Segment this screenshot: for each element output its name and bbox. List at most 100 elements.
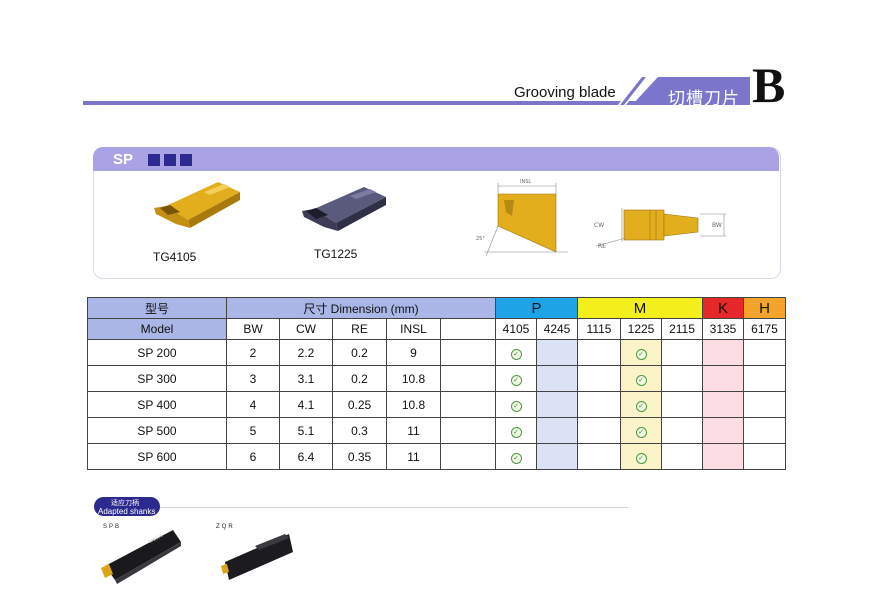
- cell-grade-4105: ✓: [495, 339, 537, 366]
- available-check-icon: ✓: [635, 401, 647, 412]
- cell-grade-3135: [702, 365, 744, 392]
- cell-model: SP 300: [87, 365, 227, 392]
- available-check-icon: ✓: [510, 401, 522, 412]
- shanks-title-en: Adapted shanks: [98, 507, 156, 516]
- diagram-label-angle: 25°: [476, 236, 485, 242]
- dimension-header: 尺寸 Dimension (mm): [226, 297, 496, 319]
- cell-grade-3135: [702, 391, 744, 418]
- available-check-icon: ✓: [510, 427, 522, 438]
- cell-model: SP 200: [87, 339, 227, 366]
- shank-code-spb: SPB: [103, 524, 122, 530]
- cell-insl: 10.8: [386, 365, 441, 392]
- group-header-m: M: [577, 297, 703, 319]
- cell-grade-4105: ✓: [495, 443, 537, 470]
- cell-cw: 6.4: [279, 443, 333, 470]
- cell-bw: 4: [226, 391, 280, 418]
- group-header-p: P: [495, 297, 578, 319]
- cell-grade-1115: [577, 391, 621, 418]
- series-square-icon: [180, 154, 192, 166]
- cell-bw: 5: [226, 417, 280, 444]
- available-check-icon: ✓: [635, 349, 647, 360]
- header-rule: [83, 101, 673, 105]
- available-check-icon: ✓: [635, 375, 647, 386]
- cell-grade-4245: [536, 365, 578, 392]
- available-check-icon: ✓: [510, 349, 522, 360]
- cell-re: 0.35: [332, 443, 387, 470]
- grade-header-1225: 1225: [620, 318, 662, 340]
- cell-model: SP 600: [87, 443, 227, 470]
- table-row: SP 400 4 4.1 0.25 10.8 ✓ ✓: [87, 391, 786, 418]
- cell-insl: 11: [386, 443, 441, 470]
- diagram-label-bw: BW: [712, 222, 722, 229]
- available-check-icon: ✓: [635, 427, 647, 438]
- shanks-section-badge: [94, 497, 160, 516]
- cell-grade-4245: [536, 391, 578, 418]
- cell-grade-4105: ✓: [495, 365, 537, 392]
- shanks-title-zh: 适应刀柄: [111, 499, 139, 507]
- spec-table: 型号 尺寸 Dimension (mm) P M K H Model BW CW…: [87, 297, 786, 470]
- cell-insl: 9: [386, 339, 441, 366]
- grade-header-1115: 1115: [577, 318, 621, 340]
- cell-grade-4245: [536, 443, 578, 470]
- cell-grade-1225: ✓: [620, 365, 662, 392]
- available-check-icon: ✓: [510, 375, 522, 386]
- col-header-cw: CW: [279, 318, 333, 340]
- cell-grade-3135: [702, 339, 744, 366]
- cell-grade-4245: [536, 339, 578, 366]
- insert-top-view-diagram: [595, 208, 726, 247]
- cell-cw: 2.2: [279, 339, 333, 366]
- shank-image-zqr: [221, 534, 293, 580]
- model-header-en: Model: [87, 318, 227, 340]
- diagram-label-re: RE: [598, 243, 606, 250]
- cell-grade-1115: [577, 417, 621, 444]
- cell-blank: [440, 391, 496, 418]
- available-check-icon: ✓: [510, 453, 522, 464]
- table-row: SP 600 6 6.4 0.35 11 ✓ ✓: [87, 443, 786, 470]
- cell-grade-6175: [743, 339, 786, 366]
- cell-grade-1225: ✓: [620, 391, 662, 418]
- series-square-icon: [164, 154, 176, 166]
- cell-blank: [440, 365, 496, 392]
- cell-blank: [440, 339, 496, 366]
- cell-grade-2115: [661, 417, 703, 444]
- available-check-icon: ✓: [635, 453, 647, 464]
- insert-label-tg4105: TG4105: [153, 250, 197, 264]
- cell-grade-3135: [702, 443, 744, 470]
- cell-grade-6175: [743, 391, 786, 418]
- grade-header-3135: 3135: [702, 318, 744, 340]
- cell-grade-4245: [536, 417, 578, 444]
- grade-header-4245: 4245: [536, 318, 578, 340]
- cell-cw: 5.1: [279, 417, 333, 444]
- cell-grade-4105: ✓: [495, 417, 537, 444]
- grade-header-6175: 6175: [743, 318, 786, 340]
- group-header-h: H: [743, 297, 786, 319]
- cell-cw: 3.1: [279, 365, 333, 392]
- series-square-icon: [148, 154, 160, 166]
- table-row: SP 300 3 3.1 0.2 10.8 ✓ ✓: [87, 365, 786, 392]
- header-title-en: Grooving blade: [514, 84, 616, 101]
- insert-image-tg1225: [302, 187, 386, 231]
- cell-blank: [440, 417, 496, 444]
- cell-bw: 2: [226, 339, 280, 366]
- shank-code-zqr: ZQR: [216, 524, 235, 530]
- cell-grade-1115: [577, 365, 621, 392]
- insert-side-view-diagram: [484, 183, 568, 257]
- diagram-label-cw: CW: [594, 222, 605, 229]
- shank-image-spb: [101, 530, 181, 584]
- table-row: SP 200 2 2.2 0.2 9 ✓ ✓: [87, 339, 786, 366]
- table-row: SP 500 5 5.1 0.3 11 ✓ ✓: [87, 417, 786, 444]
- cell-grade-2115: [661, 339, 703, 366]
- section-letter: B: [752, 57, 786, 113]
- cell-grade-1225: ✓: [620, 417, 662, 444]
- header-title-zh: 切槽刀片: [668, 89, 740, 109]
- series-name: SP: [113, 151, 134, 168]
- cell-grade-6175: [743, 417, 786, 444]
- cell-grade-2115: [661, 365, 703, 392]
- cell-re: 0.25: [332, 391, 387, 418]
- cell-blank: [440, 443, 496, 470]
- cell-grade-4105: ✓: [495, 391, 537, 418]
- cell-grade-1225: ✓: [620, 443, 662, 470]
- header-slash-decoration: [618, 77, 648, 105]
- cell-insl: 11: [386, 417, 441, 444]
- cell-grade-2115: [661, 391, 703, 418]
